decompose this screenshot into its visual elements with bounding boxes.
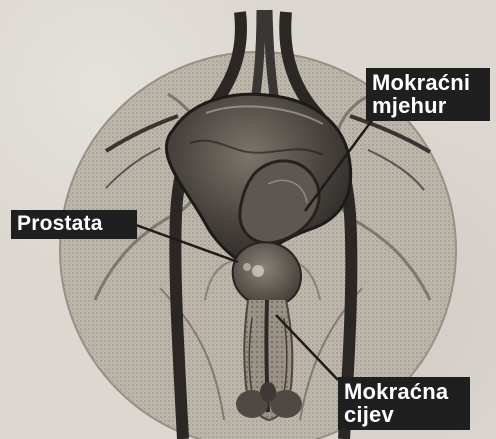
prostate-label: Prostata <box>11 210 137 239</box>
urethra-label: Mokraćna cijev <box>338 377 470 430</box>
bladder-label: Mokraćni mjehur <box>366 68 490 121</box>
prostate <box>233 242 301 307</box>
